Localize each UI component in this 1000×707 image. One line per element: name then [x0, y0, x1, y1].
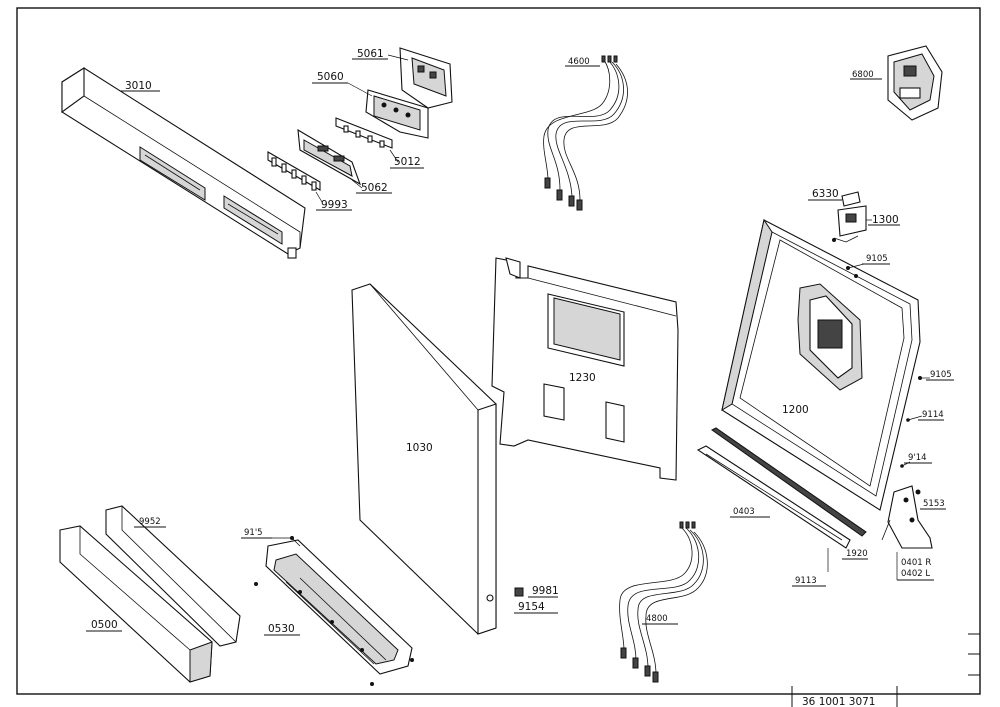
callout-5061: 5061 [357, 48, 384, 60]
callout-0530: 0530 [268, 623, 295, 635]
part-1200-inner-door [721, 218, 921, 511]
callout-6330: 6330 [812, 188, 839, 200]
callout-9993: 9993 [321, 199, 348, 211]
part-1230-insulation-panel [491, 257, 679, 481]
part-9981-screw [514, 587, 524, 597]
callout-0403: 0403 [733, 507, 755, 517]
part-5062-control-board [297, 128, 362, 186]
callout-9154: 9154 [518, 601, 545, 613]
part-3010-control-panel [61, 66, 306, 259]
callout-9114-b: 9'14 [908, 453, 927, 463]
callout-9952: 9952 [139, 517, 161, 527]
part-6800-dispenser [887, 45, 943, 121]
part-9952-kick-strip [105, 505, 241, 647]
callout-4600: 4600 [568, 57, 590, 67]
callout-9981: 9981 [532, 585, 559, 597]
part-4800-wiring-harness [619, 521, 708, 683]
callout-0401: 0401 R [901, 558, 931, 568]
callout-9115: 91'5 [244, 528, 263, 538]
part-1300-door-lock [832, 205, 867, 243]
drawing-frame [16, 7, 981, 695]
part-5061-module-housing [399, 47, 453, 109]
callout-5062: 5062 [361, 182, 388, 194]
part-0403-seal-strip [696, 445, 851, 549]
part-4600-wiring-harness [543, 55, 628, 211]
callout-6800: 6800 [852, 70, 874, 80]
part-5012-button-strip [335, 117, 393, 149]
callout-0402: 0402 L [901, 569, 930, 579]
callout-9113: 9113 [795, 576, 817, 586]
callout-5012: 5012 [394, 156, 421, 168]
title-block-code: 36 1001 3071 [802, 696, 875, 707]
callout-9105-side: 9105 [930, 370, 952, 380]
callout-4800: 4800 [646, 614, 668, 624]
callout-1030: 1030 [406, 442, 433, 454]
part-hinge [881, 485, 933, 549]
part-0530-bottom-rail [254, 536, 414, 686]
part-0500-plinth [59, 525, 213, 683]
callout-1920: 1920 [846, 549, 868, 559]
part-6330-striker [841, 191, 861, 207]
callout-9105-top: 9105 [866, 254, 888, 264]
part-1030-door-panel [351, 283, 497, 635]
callout-5060: 5060 [317, 71, 344, 83]
callout-1300: 1300 [872, 214, 899, 226]
callout-1200: 1200 [782, 404, 809, 416]
callout-3010: 3010 [125, 80, 152, 92]
part-9993-key-caps [267, 151, 321, 191]
title-block: 36 1001 3071 [752, 686, 980, 707]
callout-1230: 1230 [569, 372, 596, 384]
callout-5153: 5153 [923, 499, 945, 509]
callout-9114: 9114 [922, 410, 944, 420]
callout-0500: 0500 [91, 619, 118, 631]
part-1920-gasket [711, 427, 867, 537]
part-5060-display-board [365, 89, 429, 139]
